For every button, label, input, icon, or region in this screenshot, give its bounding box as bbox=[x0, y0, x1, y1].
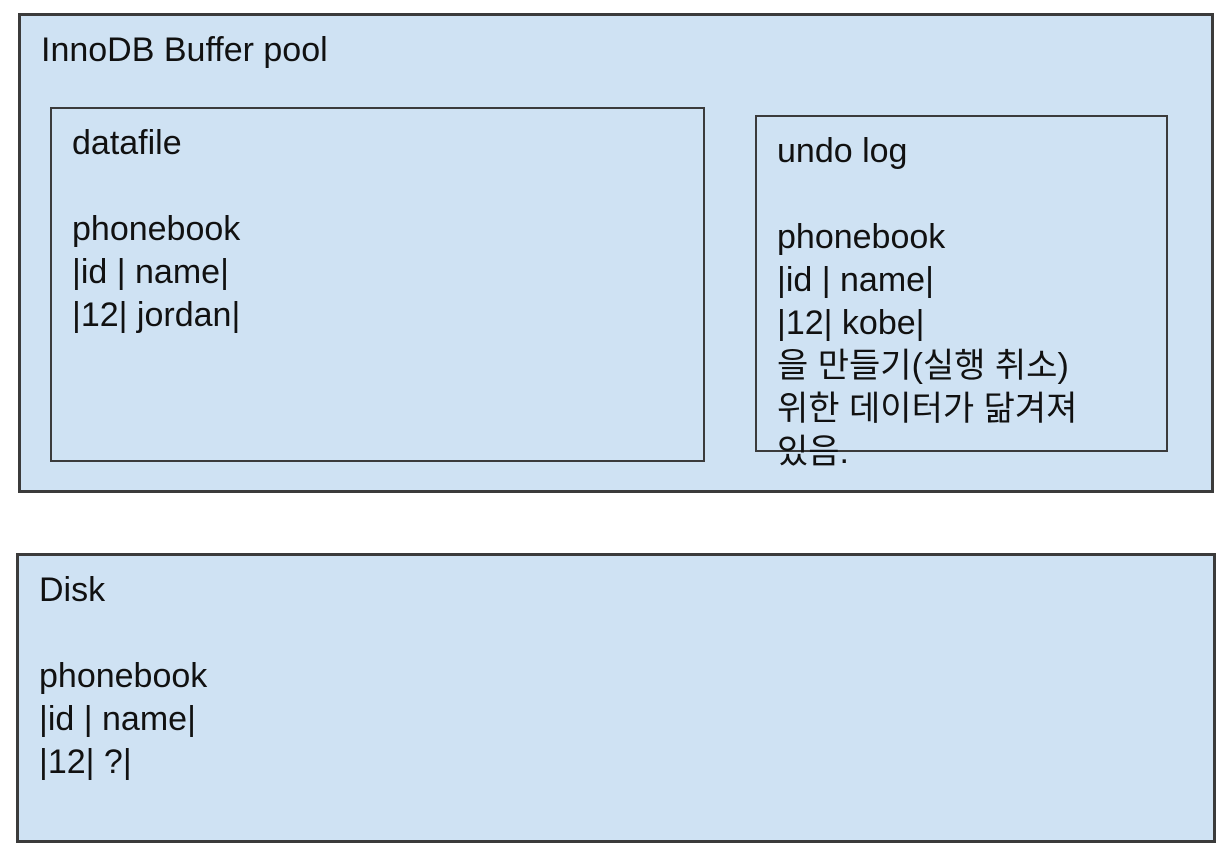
disk-table-row: |12| ?| bbox=[39, 743, 132, 781]
undo-log-content: phonebook |id | name| |12| kobe| 을 만들기(실… bbox=[777, 216, 1146, 474]
undo-table-name: phonebook bbox=[777, 218, 946, 256]
datafile-table-header: |id | name| bbox=[72, 253, 229, 291]
undo-note-line-1: 을 만들기(실행 취소) bbox=[777, 347, 1069, 385]
undo-table-header: |id | name| bbox=[777, 261, 934, 299]
datafile-content: phonebook |id | name| |12| jordan| bbox=[72, 208, 683, 337]
disk-box: Disk phonebook |id | name| |12| ?| bbox=[16, 553, 1216, 843]
undo-table-row: |12| kobe| bbox=[777, 304, 925, 342]
disk-title: Disk bbox=[39, 571, 106, 609]
undo-note-line-2: 위한 데이터가 닮겨져 bbox=[777, 390, 1078, 428]
disk-content: phonebook |id | name| |12| ?| bbox=[39, 655, 1193, 784]
undo-note-line-3: 있음. bbox=[777, 433, 850, 471]
disk-table-header: |id | name| bbox=[39, 700, 196, 738]
datafile-table-name: phonebook bbox=[72, 210, 241, 248]
innodb-buffer-pool-box: InnoDB Buffer pool datafile phonebook |i… bbox=[18, 13, 1214, 493]
datafile-table-row: |12| jordan| bbox=[72, 296, 241, 334]
datafile-box: datafile phonebook |id | name| |12| jord… bbox=[50, 107, 705, 462]
undo-log-box: undo log phonebook |id | name| |12| kobe… bbox=[755, 115, 1168, 471]
datafile-title: datafile bbox=[72, 124, 182, 162]
undo-log-title: undo log bbox=[777, 132, 908, 170]
disk-table-name: phonebook bbox=[39, 657, 208, 695]
buffer-pool-title: InnoDB Buffer pool bbox=[41, 31, 328, 69]
